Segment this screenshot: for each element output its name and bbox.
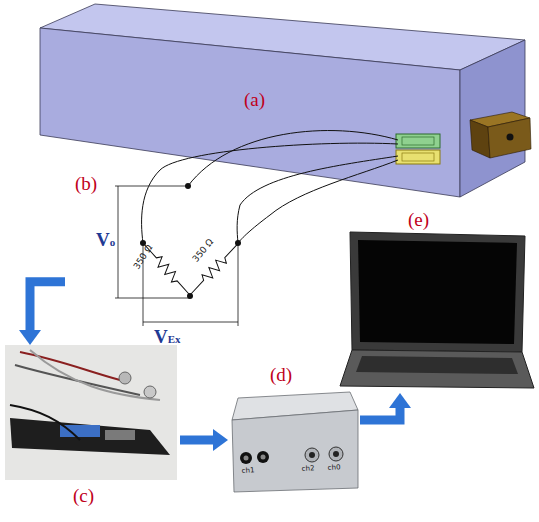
- illustration-region: (a): [40, 0, 525, 200]
- resistor-value: 350 Ω: [191, 238, 215, 264]
- channel-name: ch0: [328, 464, 341, 472]
- vex-dimension-line: [143, 322, 238, 323]
- part-letter: (e): [408, 210, 429, 229]
- arrow-head: [389, 393, 411, 408]
- illustration-region: (d): [228, 365, 360, 495]
- flow-arrow: [19, 282, 65, 345]
- bridge-node: [235, 240, 241, 246]
- illustration-region: (c): [5, 345, 180, 510]
- lead-wire: [188, 131, 398, 186]
- connector: [119, 372, 131, 384]
- arrow-shaft: [360, 407, 400, 420]
- input-socket: [257, 451, 269, 463]
- channel-name: ch2: [302, 465, 315, 473]
- cable: [10, 405, 80, 440]
- sensor-photo: [5, 345, 177, 480]
- arrow-head: [19, 330, 41, 345]
- dimension-lines: [115, 186, 238, 326]
- acquisition-box: [232, 392, 358, 492]
- cable: [30, 350, 160, 400]
- cable: [20, 352, 120, 380]
- arrow-head: [213, 429, 228, 451]
- beam-front-face: [40, 28, 460, 197]
- laptop-keyboard: [356, 356, 518, 374]
- lead-wire: [237, 156, 398, 243]
- photo-background: [5, 345, 177, 480]
- input-socket: [240, 452, 252, 464]
- laptop-base: [340, 350, 534, 388]
- signal-name: Vo: [96, 230, 115, 249]
- resistor-zigzag: [186, 240, 242, 299]
- board-part: [105, 430, 135, 440]
- bridge-node: [185, 183, 191, 189]
- strain-gauge: [396, 134, 440, 148]
- strain-gauge: [396, 150, 440, 164]
- bolt-hole: [507, 134, 514, 141]
- input-socket: [261, 455, 266, 460]
- part-letter: (b): [75, 174, 97, 193]
- connector: [144, 386, 156, 398]
- lead-wire: [238, 160, 398, 243]
- channel-name: ch1: [242, 467, 255, 475]
- lead-wires: [142, 131, 398, 243]
- bridge-node: [187, 293, 193, 299]
- gauge-grid: [402, 137, 434, 145]
- illustration-region: (b): [65, 168, 250, 343]
- vex-extension-line: [238, 243, 239, 326]
- resistor-symbol: [186, 240, 242, 299]
- bnc-connector: [309, 452, 315, 458]
- steel-plate-side: [470, 120, 490, 158]
- box-front: [232, 410, 358, 492]
- bnc-connector: [329, 447, 343, 461]
- part-letter: (d): [270, 365, 292, 384]
- signal-name: VEx: [154, 327, 181, 346]
- steel-plate-front: [488, 118, 531, 158]
- bridge-circuit: [115, 183, 242, 326]
- laptop: [340, 232, 534, 388]
- bnc-connector: [333, 451, 339, 457]
- gauge-grid: [402, 153, 434, 161]
- part-letter: (c): [73, 486, 94, 505]
- laptop-screen: [358, 240, 517, 344]
- amplifier-housing: [10, 418, 170, 455]
- lead-wire: [142, 143, 398, 243]
- part-letter: (a): [244, 90, 265, 109]
- flow-arrow: [360, 393, 411, 420]
- flow-arrow: [180, 429, 228, 451]
- input-socket: [244, 456, 249, 461]
- beam: [40, 4, 531, 197]
- illustration-region: (e): [340, 208, 532, 393]
- laptop-lid: [350, 232, 525, 352]
- vo-dimension-line: [118, 186, 119, 298]
- bnc-connector: [305, 448, 319, 462]
- vo-extension-line: [115, 186, 188, 187]
- arrow-shaft: [180, 436, 214, 445]
- arrow-shaft: [30, 282, 65, 331]
- vo-extension-line: [115, 298, 190, 299]
